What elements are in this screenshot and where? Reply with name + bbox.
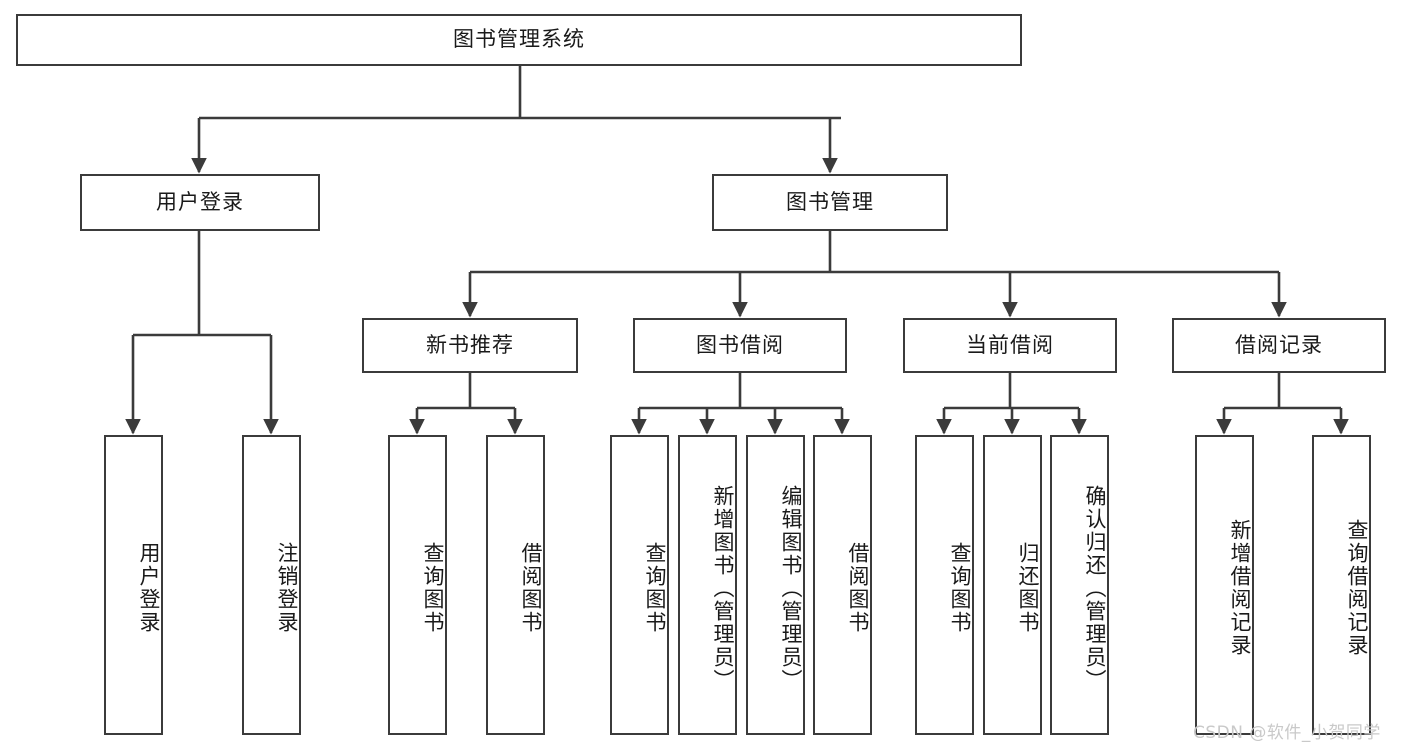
node-book-manage-label: 图书管理 [786,189,874,214]
node-leaf-query-book-3-label: 查询图书 [948,542,972,634]
csdn-watermark: CSDN @软件_小贺同学 [1193,723,1381,743]
node-leaf-add-borrow-record[interactable]: 新增借阅记录 [1195,435,1254,735]
node-leaf-return-book[interactable]: 归还图书 [983,435,1042,735]
node-leaf-query-book-3[interactable]: 查询图书 [915,435,974,735]
node-new-book-recommend-label: 新书推荐 [426,332,514,357]
node-user-login[interactable]: 用户登录 [80,174,320,231]
node-leaf-edit-book-admin-label: 编辑图书（管理员） [779,484,803,692]
node-leaf-confirm-return-admin[interactable]: 确认归还（管理员） [1050,435,1109,735]
node-leaf-user-login[interactable]: 用户登录 [104,435,163,735]
node-leaf-borrow-book-1-label: 借阅图书 [519,542,543,634]
node-root-label: 图书管理系统 [453,27,585,52]
node-user-login-label: 用户登录 [156,189,244,214]
node-leaf-add-book-admin-label: 新增图书（管理员） [711,484,735,692]
node-leaf-user-login-label: 用户登录 [137,542,161,634]
node-leaf-edit-book-admin[interactable]: 编辑图书（管理员） [746,435,805,735]
node-leaf-borrow-book-2[interactable]: 借阅图书 [813,435,872,735]
node-leaf-logout-login-label: 注销登录 [275,542,299,634]
node-leaf-add-book-admin[interactable]: 新增图书（管理员） [678,435,737,735]
node-borrow-record[interactable]: 借阅记录 [1172,318,1386,373]
node-leaf-query-book-1[interactable]: 查询图书 [388,435,447,735]
node-leaf-borrow-book-2-label: 借阅图书 [846,542,870,634]
node-leaf-query-book-2[interactable]: 查询图书 [610,435,669,735]
node-leaf-logout-login[interactable]: 注销登录 [242,435,301,735]
node-new-book-recommend[interactable]: 新书推荐 [362,318,578,373]
node-book-manage[interactable]: 图书管理 [712,174,948,231]
node-leaf-confirm-return-admin-label: 确认归还（管理员） [1083,484,1107,692]
node-current-borrow-label: 当前借阅 [966,332,1054,357]
node-leaf-query-borrow-record-label: 查询借阅记录 [1345,519,1369,657]
node-leaf-query-book-2-label: 查询图书 [643,542,667,634]
node-leaf-query-borrow-record[interactable]: 查询借阅记录 [1312,435,1371,735]
node-root-system[interactable]: 图书管理系统 [16,14,1022,66]
node-book-borrow[interactable]: 图书借阅 [633,318,847,373]
node-leaf-borrow-book-1[interactable]: 借阅图书 [486,435,545,735]
node-current-borrow[interactable]: 当前借阅 [903,318,1117,373]
node-leaf-return-book-label: 归还图书 [1016,542,1040,634]
node-leaf-add-borrow-record-label: 新增借阅记录 [1228,519,1252,657]
node-leaf-query-book-1-label: 查询图书 [421,542,445,634]
node-book-borrow-label: 图书借阅 [696,332,784,357]
node-borrow-record-label: 借阅记录 [1235,332,1323,357]
